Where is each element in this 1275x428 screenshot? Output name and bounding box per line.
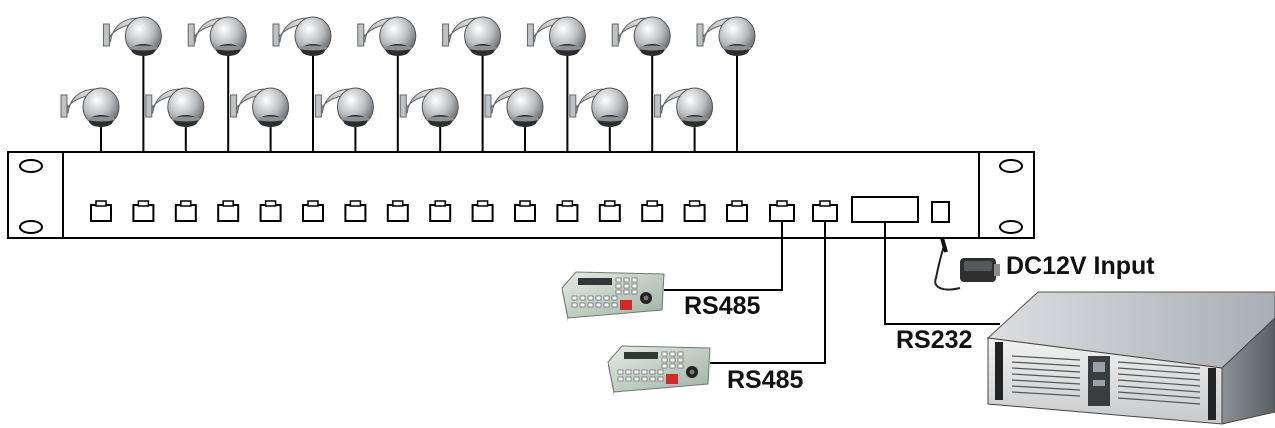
ptz-keyboard-controller [607,345,711,396]
camera-port [514,204,536,222]
dc-input-label: DC12V Input [1006,252,1155,280]
camera-port [641,204,664,222]
controller-cables [664,222,1000,364]
camera-port [683,204,706,222]
dome-camera [187,16,247,56]
dome-camera [654,87,714,127]
dome-cameras [60,16,756,127]
camera-port [217,204,240,222]
dome-camera [230,87,290,127]
dome-camera [102,16,162,56]
video-matrix-rack-unit [7,151,1035,239]
rs232-cable [884,222,1000,325]
ptz-keyboard-controller [561,271,665,322]
camera-port [174,204,197,222]
rack-ear-hole [999,220,1023,234]
camera-port [259,204,282,222]
rack-ear-hole [999,159,1023,173]
camera-port [726,204,748,222]
keyboard-port [769,204,795,222]
rs485-cable-top [664,222,783,291]
camera-port [344,204,367,222]
power-jack [931,201,950,223]
rack-ear-hole [19,159,43,173]
rs485-label-bottom: RS485 [727,366,804,394]
dome-camera [526,16,586,56]
rs485-label-top: RS485 [684,292,761,320]
camera-port [471,204,494,222]
dome-camera [399,87,459,127]
rs232-label: RS232 [896,326,973,354]
dome-camera [272,16,332,56]
dome-camera [484,87,544,127]
camera-port [90,204,112,222]
keyboard-ports [769,200,838,222]
camera-port [132,204,155,222]
dvr-server [986,291,1275,425]
keyboard-controllers [561,271,711,396]
camera-port [429,204,452,222]
dome-camera [357,16,417,56]
dome-camera [314,87,374,127]
camera-port [386,204,409,222]
dome-camera [569,87,629,127]
camera-port [556,204,579,222]
rack-ear-hole [19,220,43,234]
dome-camera [60,87,120,127]
rs485-cable-bottom [710,222,826,364]
keyboard-port [812,204,838,222]
dome-camera [611,16,671,56]
camera-ports [90,200,748,222]
dome-camera [145,87,205,127]
power-adapter [934,237,1000,291]
dome-camera [442,16,502,56]
rs232-port [851,196,919,223]
dome-camera [696,16,756,56]
camera-port [302,204,324,222]
camera-port [598,204,621,222]
